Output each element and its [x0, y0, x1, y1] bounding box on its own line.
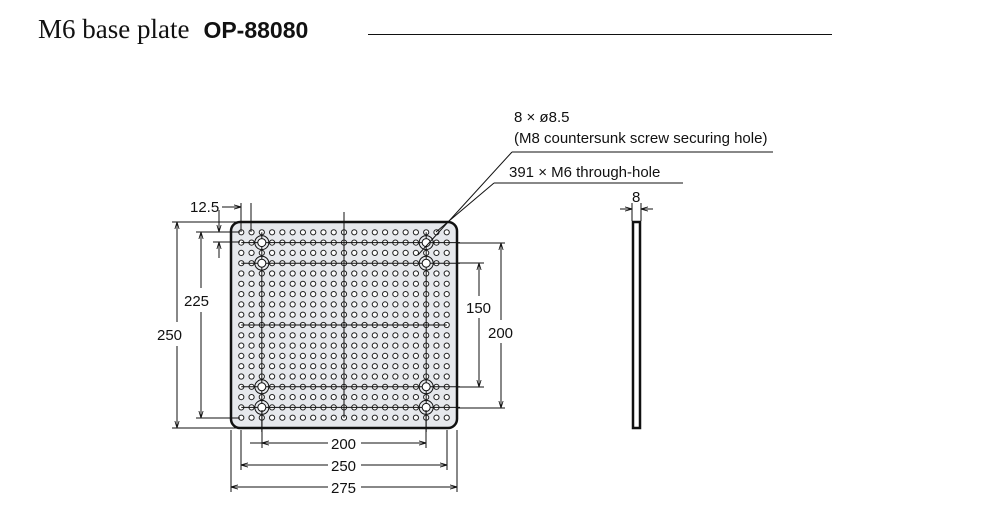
- dim-pitch-offset: 12.5: [190, 199, 219, 216]
- dim-overall-width: 275: [331, 480, 356, 497]
- dim-overall-height: 250: [157, 327, 182, 344]
- title-rule: [368, 34, 832, 35]
- dim-inner-horizontal: 200: [331, 436, 356, 453]
- dim-hole-span-width: 250: [331, 458, 356, 475]
- dim-thickness: 8: [632, 189, 640, 206]
- through-holes-label: 391 × M6 through-hole: [509, 164, 660, 181]
- dim-inner-vertical: 150: [466, 300, 491, 317]
- securing-holes-desc: (M8 countersunk screw securing hole): [514, 130, 767, 147]
- dim-outer-vertical: 200: [488, 325, 513, 342]
- product-code: OP-88080: [203, 17, 309, 43]
- dim-hole-span-height: 225: [184, 293, 209, 310]
- securing-holes-count: 8 × ø8.5: [514, 109, 569, 126]
- plate-side-view: [631, 220, 642, 430]
- dimension-lines: [172, 151, 773, 492]
- securing-holes: [254, 235, 434, 415]
- drawing-title: M6 base plate OP-88080: [38, 14, 308, 54]
- product-name: M6 base plate: [38, 14, 190, 44]
